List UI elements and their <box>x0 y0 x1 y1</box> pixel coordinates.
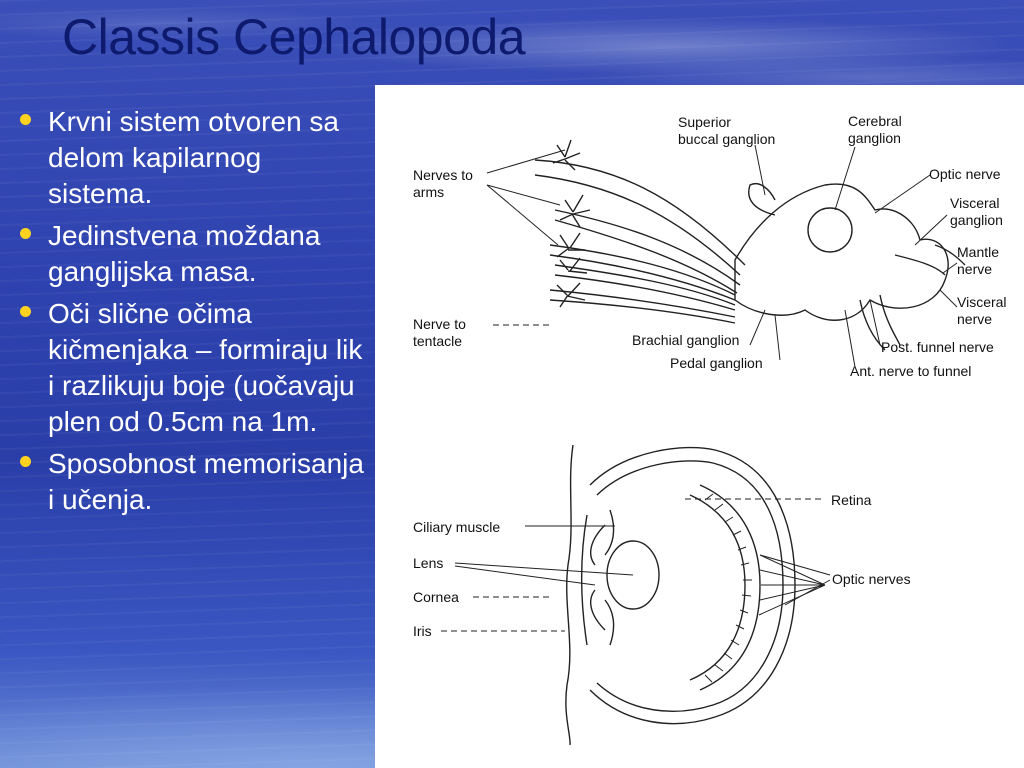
bullet-item: Sposobnost memorisanja i učenja. <box>14 446 370 518</box>
label-visceral-nerve-line2: nerve <box>957 311 992 327</box>
label-ciliary-muscle: Ciliary muscle <box>413 519 500 535</box>
label-nerve-to-tentacle-line2: tentacle <box>413 333 462 349</box>
label-cerebral-line2: ganglion <box>848 130 901 146</box>
slide-title: Classis Cephalopoda <box>62 9 526 65</box>
bullet-dot-icon <box>20 456 31 467</box>
label-nerves-to-arms-line2: arms <box>413 184 444 200</box>
bullet-item: Jedinstvena moždana ganglijska masa. <box>14 218 370 290</box>
bullet-list: Krvni sistem otvoren sa delom kapilarnog… <box>14 104 370 524</box>
label-cornea: Cornea <box>413 589 459 605</box>
label-visceral-ganglion-line2: ganglion <box>950 212 1003 228</box>
bullet-text: Sposobnost memorisanja i učenja. <box>48 448 364 515</box>
bullet-dot-icon <box>20 114 31 125</box>
nervous-system-diagram: Nerves to arms Superior buccal ganglion … <box>413 113 1007 379</box>
label-ant-nerve-to-funnel: Ant. nerve to funnel <box>850 363 971 379</box>
label-visceral-nerve: Visceral <box>957 294 1007 310</box>
label-iris: Iris <box>413 623 432 639</box>
label-cerebral: Cerebral <box>848 113 902 129</box>
label-post-funnel-nerve: Post. funnel nerve <box>881 339 994 355</box>
label-optic-nerve: Optic nerve <box>929 166 1001 182</box>
eye-diagram: Retina Ciliary muscle Lens Cornea Iris O… <box>413 444 911 746</box>
bullet-text: Jedinstvena moždana ganglijska masa. <box>48 220 321 287</box>
label-superior-buccal: Superior <box>678 114 731 130</box>
label-mantle-nerve: Mantle <box>957 244 999 260</box>
anatomy-figure: Nerves to arms Superior buccal ganglion … <box>413 113 1007 746</box>
bullet-dot-icon <box>20 228 31 239</box>
label-optic-nerves: Optic nerves <box>832 571 911 587</box>
bullet-dot-icon <box>20 306 31 317</box>
label-lens: Lens <box>413 555 443 571</box>
label-superior-buccal-line2: buccal ganglion <box>678 131 775 147</box>
label-nerve-to-tentacle: Nerve to <box>413 316 466 332</box>
label-brachial-ganglion: Brachial ganglion <box>632 332 739 348</box>
bullet-text: Krvni sistem otvoren sa delom kapilarnog… <box>48 106 339 209</box>
figure-panel: Nerves to arms Superior buccal ganglion … <box>375 85 1024 768</box>
label-retina: Retina <box>831 492 872 508</box>
label-nerves-to-arms: Nerves to <box>413 167 473 183</box>
bullet-text: Oči slične očima kičmenjaka – formiraju … <box>48 298 363 437</box>
label-visceral-ganglion: Visceral <box>950 195 1000 211</box>
bullet-item: Krvni sistem otvoren sa delom kapilarnog… <box>14 104 370 212</box>
label-pedal-ganglion: Pedal ganglion <box>670 355 763 371</box>
bullet-item: Oči slične očima kičmenjaka – formiraju … <box>14 296 370 440</box>
label-mantle-nerve-line2: nerve <box>957 261 992 277</box>
